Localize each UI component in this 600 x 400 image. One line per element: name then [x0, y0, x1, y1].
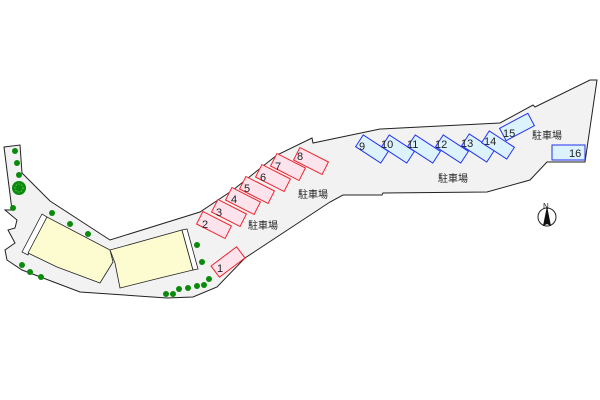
tree-icon [67, 221, 73, 227]
spot-number: 10 [381, 139, 393, 151]
tree-icon [194, 283, 200, 289]
tree-icon [176, 286, 182, 292]
spot-number: 1 [217, 263, 223, 275]
spot-number: 2 [202, 219, 208, 231]
parking-spot-6[interactable]: 6 [254, 163, 292, 193]
tree-icon [16, 172, 22, 178]
spot-number: 16 [569, 148, 581, 160]
spot-number: 11 [407, 139, 418, 151]
parking-label: 駐車場 [532, 129, 562, 142]
parking-label: 駐車場 [298, 188, 328, 201]
spot-number: 4 [231, 194, 237, 206]
tree-icon [14, 160, 20, 166]
spot-number: 5 [244, 183, 250, 195]
north-compass-icon: N [537, 202, 557, 227]
parking-spot-2[interactable]: 2 [195, 210, 233, 240]
parking-spot-14[interactable]: 14 [480, 130, 516, 160]
bush-icon [12, 181, 26, 195]
trees [10, 148, 212, 297]
parking-label: 駐車場 [438, 172, 468, 185]
parking-label: 駐車場 [248, 219, 278, 232]
spot-number: 15 [503, 128, 515, 140]
parking-spot-10[interactable]: 10 [380, 134, 416, 164]
tree-icon [38, 274, 44, 280]
tree-icon [206, 276, 212, 282]
parking-spot-8[interactable]: 8 [292, 146, 330, 176]
tree-icon [19, 262, 25, 268]
building-right-strip [181, 228, 199, 271]
tree-icon [10, 205, 16, 211]
spot-number: 3 [216, 207, 222, 219]
spot-number: 14 [484, 136, 496, 148]
parking-spot-4[interactable]: 4 [224, 186, 262, 216]
parking-spot-13[interactable]: 13 [460, 133, 496, 163]
parking-spot-7[interactable]: 7 [269, 152, 307, 182]
spot-number: 12 [435, 139, 447, 151]
tree-icon [194, 242, 200, 248]
tree-icon [163, 291, 169, 297]
tree-icon [201, 282, 207, 288]
tree-icon [49, 210, 55, 216]
spot-number: 7 [275, 161, 281, 173]
spot-number: 6 [260, 172, 266, 184]
tree-icon [27, 269, 33, 275]
parking-spot-5[interactable]: 5 [238, 175, 276, 205]
tree-icon [12, 148, 18, 154]
spot-number: 13 [461, 138, 473, 150]
building-left [27, 216, 114, 284]
tree-icon [199, 259, 205, 265]
parking-spot-1[interactable]: 1 [210, 246, 246, 278]
parking-spot-11[interactable]: 11 [406, 134, 442, 164]
parking-spot-12[interactable]: 12 [434, 134, 470, 164]
spot-number: 9 [359, 141, 365, 153]
parking-spot-9[interactable]: 9 [354, 134, 390, 164]
parking-spot-3[interactable]: 3 [210, 198, 248, 228]
tree-icon [170, 291, 176, 297]
tree-icon [85, 231, 91, 237]
spot-number: 8 [297, 151, 303, 163]
parking-spot-15[interactable]: 15 [498, 112, 536, 142]
tree-icon [185, 285, 191, 291]
parking-spot-16[interactable]: 16 [551, 144, 586, 161]
svg-text:N: N [543, 202, 549, 211]
